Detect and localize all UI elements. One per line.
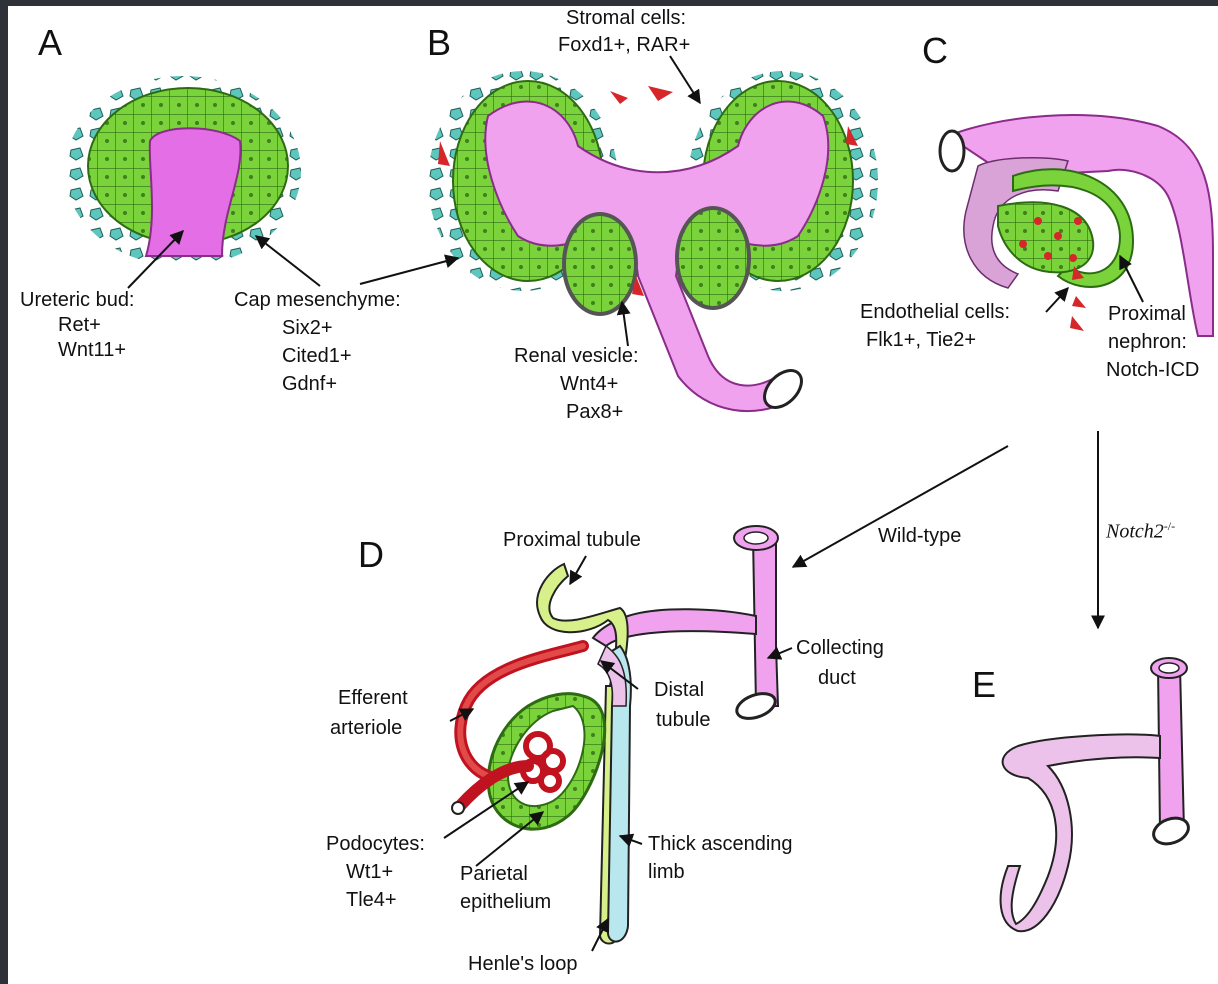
duct-opening-c xyxy=(940,131,964,171)
label-efferent-arteriole-line2: arteriole xyxy=(330,716,402,741)
arrow-proximal-tubule xyxy=(570,556,586,584)
label-ureteric-bud-marker: Ret+ xyxy=(58,313,101,338)
label-distal-tubule-line2: tubule xyxy=(656,708,711,733)
arrow-renal-vesicle xyxy=(622,302,628,346)
arrow-cap-mesenchyme-a xyxy=(256,236,320,286)
arrow-stromal-cells xyxy=(670,56,700,103)
label-ureteric-bud-marker: Wnt11+ xyxy=(58,338,126,363)
label-podocytes-title: Podocytes: xyxy=(326,832,425,857)
endothelial-cell xyxy=(1072,296,1086,308)
label-proximal-tubule: Proximal tubule xyxy=(503,528,641,553)
label-cap-mesenchyme-marker: Gdnf+ xyxy=(282,372,337,397)
label-renal-vesicle-title: Renal vesicle: xyxy=(514,344,639,369)
arrow-proximal-nephron xyxy=(1120,256,1143,302)
label-notch2-knockout: Notch2-/- xyxy=(1106,514,1175,545)
label-distal-tubule-line1: Distal xyxy=(654,678,704,703)
panel-e-illustration xyxy=(1001,658,1192,931)
endothelial-cell xyxy=(610,91,628,104)
arrow-cap-mesenchyme-b xyxy=(360,258,458,284)
panel-letter-c: C xyxy=(922,32,948,70)
label-proximal-nephron-line3: Notch-ICD xyxy=(1106,358,1199,383)
panel-letter-b: B xyxy=(427,24,451,62)
panel-letter-e: E xyxy=(972,666,996,704)
notch2-genotype: -/- xyxy=(1164,519,1175,533)
figure-canvas: A B C D E Ureteric bud: Ret+ Wnt11+ Cap … xyxy=(8,6,1218,984)
label-proximal-nephron-line1: Proximal xyxy=(1108,302,1186,327)
label-cap-mesenchyme-title: Cap mesenchyme: xyxy=(234,288,401,313)
endothelial-cell xyxy=(648,86,673,101)
dysplastic-nephron-e xyxy=(1001,734,1160,931)
label-endothelial-title: Endothelial cells: xyxy=(860,300,1010,325)
renal-vesicle-left xyxy=(564,214,636,314)
label-podocytes-marker: Wt1+ xyxy=(346,860,393,885)
panel-b-illustration xyxy=(428,71,878,414)
label-wild-type: Wild-type xyxy=(878,524,961,549)
label-proximal-nephron-line2: nephron: xyxy=(1108,330,1187,355)
s-shaped-body-c xyxy=(998,202,1093,272)
label-thick-ascending-limb-line1: Thick ascending xyxy=(648,832,793,857)
label-collecting-duct-line1: Collecting xyxy=(796,636,884,661)
arrow-endothelial xyxy=(1046,288,1068,312)
panel-letter-a: A xyxy=(38,24,62,62)
label-parietal-epithelium-line2: epithelium xyxy=(460,890,551,915)
label-thick-ascending-limb-line2: limb xyxy=(648,860,685,885)
label-collecting-duct-line2: duct xyxy=(818,666,856,691)
label-podocytes-marker: Tle4+ xyxy=(346,888,397,913)
label-stromal-cells-title: Stromal cells: xyxy=(566,6,686,31)
panel-a-illustration xyxy=(65,76,301,266)
renal-vesicle-right xyxy=(677,208,749,308)
endothelial-cell xyxy=(1070,316,1084,331)
label-cap-mesenchyme-marker: Cited1+ xyxy=(282,344,352,369)
panel-letter-d: D xyxy=(358,536,384,574)
diagram-artwork xyxy=(8,6,1218,984)
label-endothelial-marker: Flk1+, Tie2+ xyxy=(866,328,976,353)
label-cap-mesenchyme-marker: Six2+ xyxy=(282,316,333,341)
label-renal-vesicle-marker: Wnt4+ xyxy=(560,372,618,397)
label-henles-loop: Henle's loop xyxy=(468,952,577,977)
collecting-duct-e xyxy=(1158,666,1184,831)
label-stromal-cells-marker: Foxd1+, RAR+ xyxy=(558,33,690,58)
label-ureteric-bud-title: Ureteric bud: xyxy=(20,288,135,313)
label-renal-vesicle-marker: Pax8+ xyxy=(566,400,623,425)
label-parietal-epithelium-line1: Parietal xyxy=(460,862,528,887)
notch2-gene: Notch2 xyxy=(1106,521,1164,543)
label-efferent-arteriole-line1: Efferent xyxy=(338,686,408,711)
